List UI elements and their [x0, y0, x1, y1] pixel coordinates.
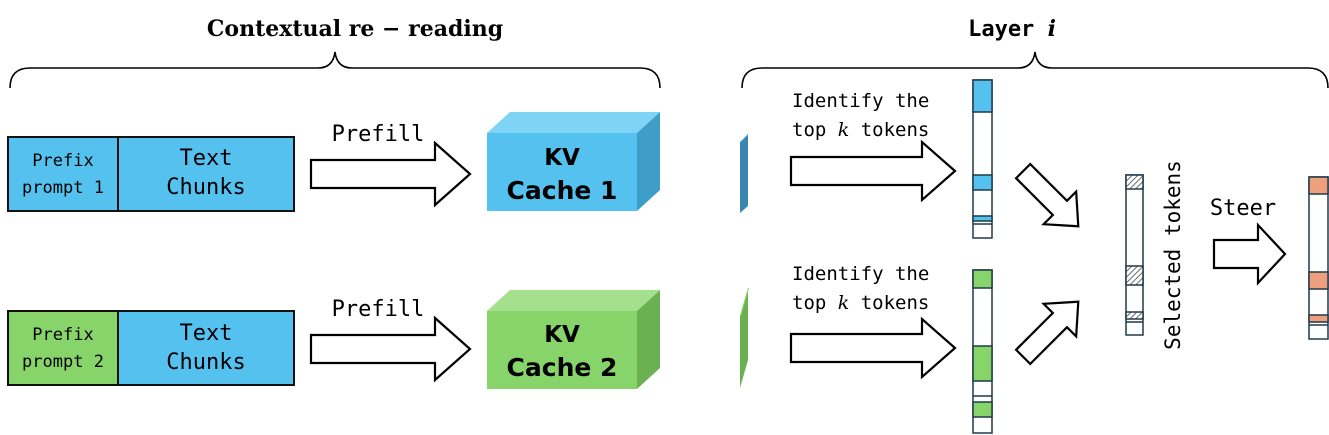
text-chunks-label-1a: Text	[180, 146, 233, 171]
token-column-2	[972, 269, 993, 434]
steer-arrow	[1212, 222, 1287, 286]
selected-tokens-column	[1125, 174, 1144, 336]
text-chunks-1-box	[117, 136, 295, 212]
top-token	[972, 401, 993, 418]
text-chunks-2-box	[117, 310, 295, 386]
text-chunks-label-2b: Chunks	[166, 350, 245, 375]
layer-slice-blue	[740, 134, 749, 213]
layer-slice-green	[740, 288, 749, 388]
selected-tokens-label: Selected tokens	[1161, 160, 1185, 350]
kv-cache-2-cube	[487, 290, 660, 389]
kv-cache-2-label-b: Cache 2	[507, 353, 618, 382]
steered-token	[1308, 314, 1329, 323]
prefill-label-2: Prefill	[332, 297, 425, 322]
identify-arrow-1	[789, 139, 957, 203]
top-token	[972, 269, 993, 289]
top-token	[972, 174, 993, 191]
text-chunks-label-2a: Text	[180, 321, 233, 346]
merge-arrow-up	[1014, 300, 1080, 366]
identify-label-2b: top k tokens	[792, 292, 929, 314]
right-title-prefix: Layer	[968, 17, 1047, 42]
steer-label: Steer	[1210, 196, 1276, 221]
steered-token	[1308, 176, 1329, 195]
prefill-arrow-1	[309, 140, 472, 208]
kv-cache-2-label-a: KV	[544, 322, 580, 348]
identify-label-2a: Identify the	[792, 263, 929, 285]
input-row-1: Prefix prompt 1 Text Chunks Prefill KV C…	[7, 112, 660, 212]
token-column-1	[972, 79, 993, 239]
prefix-prompt-1-box	[7, 136, 119, 212]
steered-token	[1308, 271, 1329, 290]
prefix-label-2a: Prefix	[32, 325, 93, 345]
prefill-arrow-2	[309, 315, 472, 383]
selected-token	[1125, 174, 1144, 190]
right-section-title: Layer i	[968, 16, 1056, 42]
kv-cache-1-cube	[487, 112, 660, 211]
kv-cache-1-label-a: KV	[544, 145, 580, 171]
left-section-title: Contextual re − reading	[207, 16, 503, 42]
prefix-prompt-2-box	[7, 310, 119, 386]
left-brace	[9, 51, 661, 89]
prefix-label-1a: Prefix	[32, 151, 93, 171]
selected-token	[1125, 265, 1144, 286]
selected-token	[1125, 311, 1144, 320]
right-brace	[741, 51, 1329, 89]
prefix-label-2b: prompt 2	[22, 352, 104, 372]
top-token	[972, 79, 993, 113]
identify-label-1a: Identify the	[792, 90, 929, 112]
kv-cache-1-label-b: Cache 1	[507, 176, 618, 205]
steered-tokens-column	[1308, 176, 1329, 340]
top-token	[972, 345, 993, 382]
merge-arrow-down	[1014, 162, 1080, 228]
prefix-label-1b: prompt 1	[22, 178, 104, 198]
identify-label-1b: top k tokens	[792, 119, 929, 141]
prefill-label-1: Prefill	[332, 122, 425, 147]
right-title-var: i	[1048, 16, 1056, 42]
text-chunks-label-1b: Chunks	[166, 175, 245, 200]
identify-arrow-2	[789, 316, 957, 380]
input-row-2: Prefix prompt 2 Text Chunks Prefill KV C…	[7, 290, 660, 389]
top-token	[972, 215, 993, 222]
